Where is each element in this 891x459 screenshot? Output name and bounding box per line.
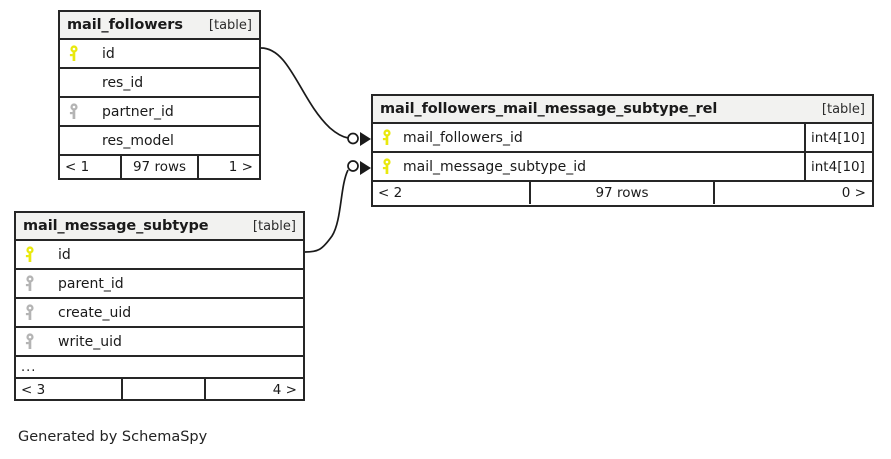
foreign-key-icon [16,333,42,350]
generated-by-caption: Generated by SchemaSpy [18,429,208,445]
footer-prev-link[interactable]: < 2 [378,185,403,201]
cardinality-circle-one [347,132,359,145]
table-mail-followers[interactable]: mail_followers [table] id res_id [58,10,261,180]
column-name: res_model [102,132,174,149]
table-type-tag: [table] [252,218,296,234]
table-row-column-res-id[interactable]: res_id [60,69,259,98]
primary-key-icon [16,246,42,263]
primary-key-icon [373,158,399,175]
table-header-rel: mail_followers_mail_message_subtype_rel … [373,96,872,124]
table-title: mail_message_subtype [23,218,209,234]
column-name: id [102,45,115,62]
cardinality-arrow-many [360,161,371,175]
footer-next-link[interactable]: 1 > [228,159,253,175]
footer-row-count: 97 rows [120,156,199,178]
footer-next-link[interactable]: 0 > [841,185,866,201]
table-header-mail-followers: mail_followers [table] [60,12,259,40]
primary-key-icon [60,45,86,62]
table-title: mail_followers_mail_message_subtype_rel [380,101,718,117]
column-name: create_uid [58,304,132,321]
column-name: mail_message_subtype_id [403,158,587,175]
foreign-key-icon [16,304,42,321]
relationship-line-mail-followers [260,47,371,146]
foreign-key-icon [16,275,42,292]
table-row-column-id[interactable]: id [16,241,303,270]
table-row-column-mail-message-subtype-id[interactable]: mail_message_subtype_id int4[10] [373,153,872,182]
column-name: res_id [102,74,144,91]
column-name: partner_id [102,103,174,120]
column-type: int4[10] [804,153,872,180]
table-mail-followers-mail-message-subtype-rel[interactable]: mail_followers_mail_message_subtype_rel … [371,94,874,207]
footer-next-link[interactable]: 4 > [272,382,297,398]
cardinality-arrow-many [360,132,371,146]
column-type: int4[10] [804,124,872,151]
column-name: id [58,246,71,263]
table-footer-mail-followers: < 1 97 rows 1 > [60,156,259,178]
table-title: mail_followers [67,17,183,33]
footer-prev-link[interactable]: < 3 [21,382,46,398]
table-footer-mail-message-subtype: < 3 4 > [16,379,303,401]
table-row-column-write-uid[interactable]: write_uid [16,328,303,357]
foreign-key-icon [60,103,86,120]
table-type-tag: [table] [821,101,865,117]
table-row-column-create-uid[interactable]: create_uid [16,299,303,328]
table-row-column-partner-id[interactable]: partner_id [60,98,259,127]
table-row-column-id[interactable]: id [60,40,259,69]
footer-row-count [121,379,206,401]
column-name: parent_id [58,275,124,292]
table-row-column-mail-followers-id[interactable]: mail_followers_id int4[10] [373,124,872,153]
footer-prev-link[interactable]: < 1 [65,159,90,175]
primary-key-icon [373,129,399,146]
column-name: mail_followers_id [403,129,523,146]
table-header-mail-message-subtype: mail_message_subtype [table] [16,213,303,241]
table-footer-rel: < 2 97 rows 0 > [373,182,872,204]
cardinality-circle-one [347,160,359,172]
table-row-column-res-model[interactable]: res_model [60,127,259,156]
table-mail-message-subtype[interactable]: mail_message_subtype [table] id [14,211,305,401]
table-type-tag: [table] [208,17,252,33]
more-columns-indicator: ... [16,357,303,379]
relationship-line-mail-message-subtype [304,160,371,253]
footer-row-count: 97 rows [529,182,715,204]
table-row-column-parent-id[interactable]: parent_id [16,270,303,299]
column-name: write_uid [58,333,122,350]
